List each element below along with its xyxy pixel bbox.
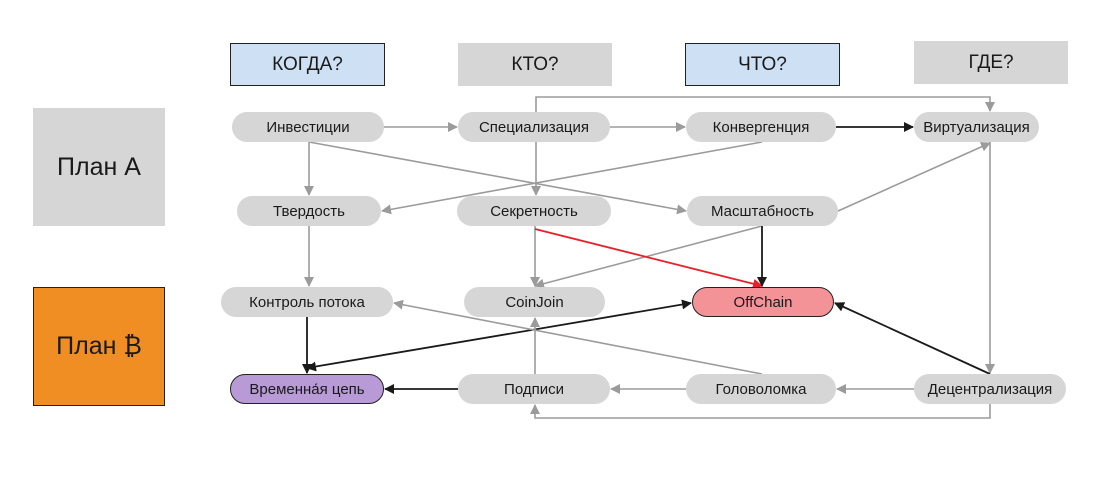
column-header-where: ГДЕ? bbox=[914, 41, 1068, 84]
node-flow-control: Контроль потока bbox=[221, 287, 393, 317]
node-offchain: OffChain bbox=[692, 287, 834, 317]
node-scalability: Масштабность bbox=[687, 196, 838, 226]
plan-a-box: План A bbox=[33, 108, 165, 226]
plan-b-box: План ₿ bbox=[33, 287, 165, 406]
column-header-what: ЧТО? bbox=[685, 43, 840, 86]
column-header-when: КОГДА? bbox=[230, 43, 385, 86]
edge-decentralization-to-offchain bbox=[834, 302, 991, 375]
edge-secrecy-to-offchain bbox=[534, 228, 763, 289]
node-hardness: Твердость bbox=[237, 196, 381, 226]
edge-puzzle-to-flow_control bbox=[393, 299, 763, 375]
node-signatures: Подписи bbox=[458, 374, 610, 404]
edge-specialization-to-virtualization bbox=[535, 96, 995, 112]
node-investments: Инвестиции bbox=[232, 112, 384, 142]
node-coinjoin: CoinJoin bbox=[464, 287, 605, 317]
node-puzzle: Головоломка bbox=[686, 374, 836, 404]
node-decentralization: Децентрализация bbox=[914, 374, 1066, 404]
edge-scalability-to-virtualization bbox=[837, 142, 991, 212]
edge-decentralization-to-signatures bbox=[530, 404, 991, 419]
node-specialization: Специализация bbox=[458, 112, 610, 142]
edge-convergence-to-hardness bbox=[381, 141, 763, 215]
column-header-who: КТО? bbox=[458, 43, 612, 86]
node-timechain: Временна́я цепь bbox=[230, 374, 384, 404]
node-virtualization: Виртуализация bbox=[914, 112, 1039, 142]
edge-timechain-to-offchain bbox=[306, 299, 692, 372]
node-convergence: Конвергенция bbox=[686, 112, 836, 142]
edge-scalability-to-coinjoin bbox=[534, 225, 763, 289]
edge-investments-to-scalability bbox=[308, 141, 687, 215]
node-secrecy: Секретность bbox=[457, 196, 611, 226]
